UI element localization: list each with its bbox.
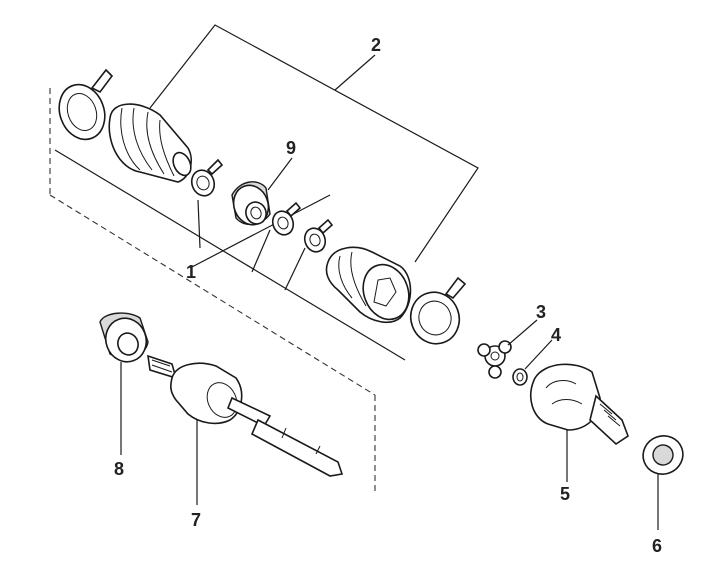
damper-clamp-b	[303, 218, 334, 253]
assembly-outline	[49, 88, 376, 495]
damper-clamp-a	[271, 201, 302, 236]
inner-cv-boot	[325, 246, 412, 324]
callout-2: 2	[371, 35, 381, 55]
outer-boot-small-clamp	[190, 158, 224, 197]
outer-cv-joint-shaft	[147, 354, 344, 477]
boot-kit-bracket	[149, 24, 479, 263]
callout-3: 3	[536, 302, 546, 322]
outer-boot-large-clamp	[58, 68, 114, 141]
housing-oil-seal	[642, 435, 684, 475]
item-1-leaders	[197, 199, 306, 291]
snap-ring	[512, 368, 528, 386]
outer-bearing-seal	[99, 312, 149, 363]
boot-group-guides	[54, 149, 406, 361]
callout-8: 8	[114, 459, 124, 479]
outer-cv-boot	[108, 103, 192, 183]
callout-7: 7	[191, 510, 201, 530]
tripod-joint	[477, 340, 512, 379]
callout-1: 1	[186, 262, 196, 282]
callout-5: 5	[560, 484, 570, 504]
dynamic-damper	[231, 181, 271, 226]
callout-6: 6	[652, 536, 662, 556]
callout-4: 4	[551, 325, 561, 345]
inner-joint-housing	[530, 363, 629, 446]
callout-9: 9	[286, 138, 296, 158]
callout-leaders	[120, 157, 659, 530]
inner-boot-large-clamp	[409, 276, 467, 345]
